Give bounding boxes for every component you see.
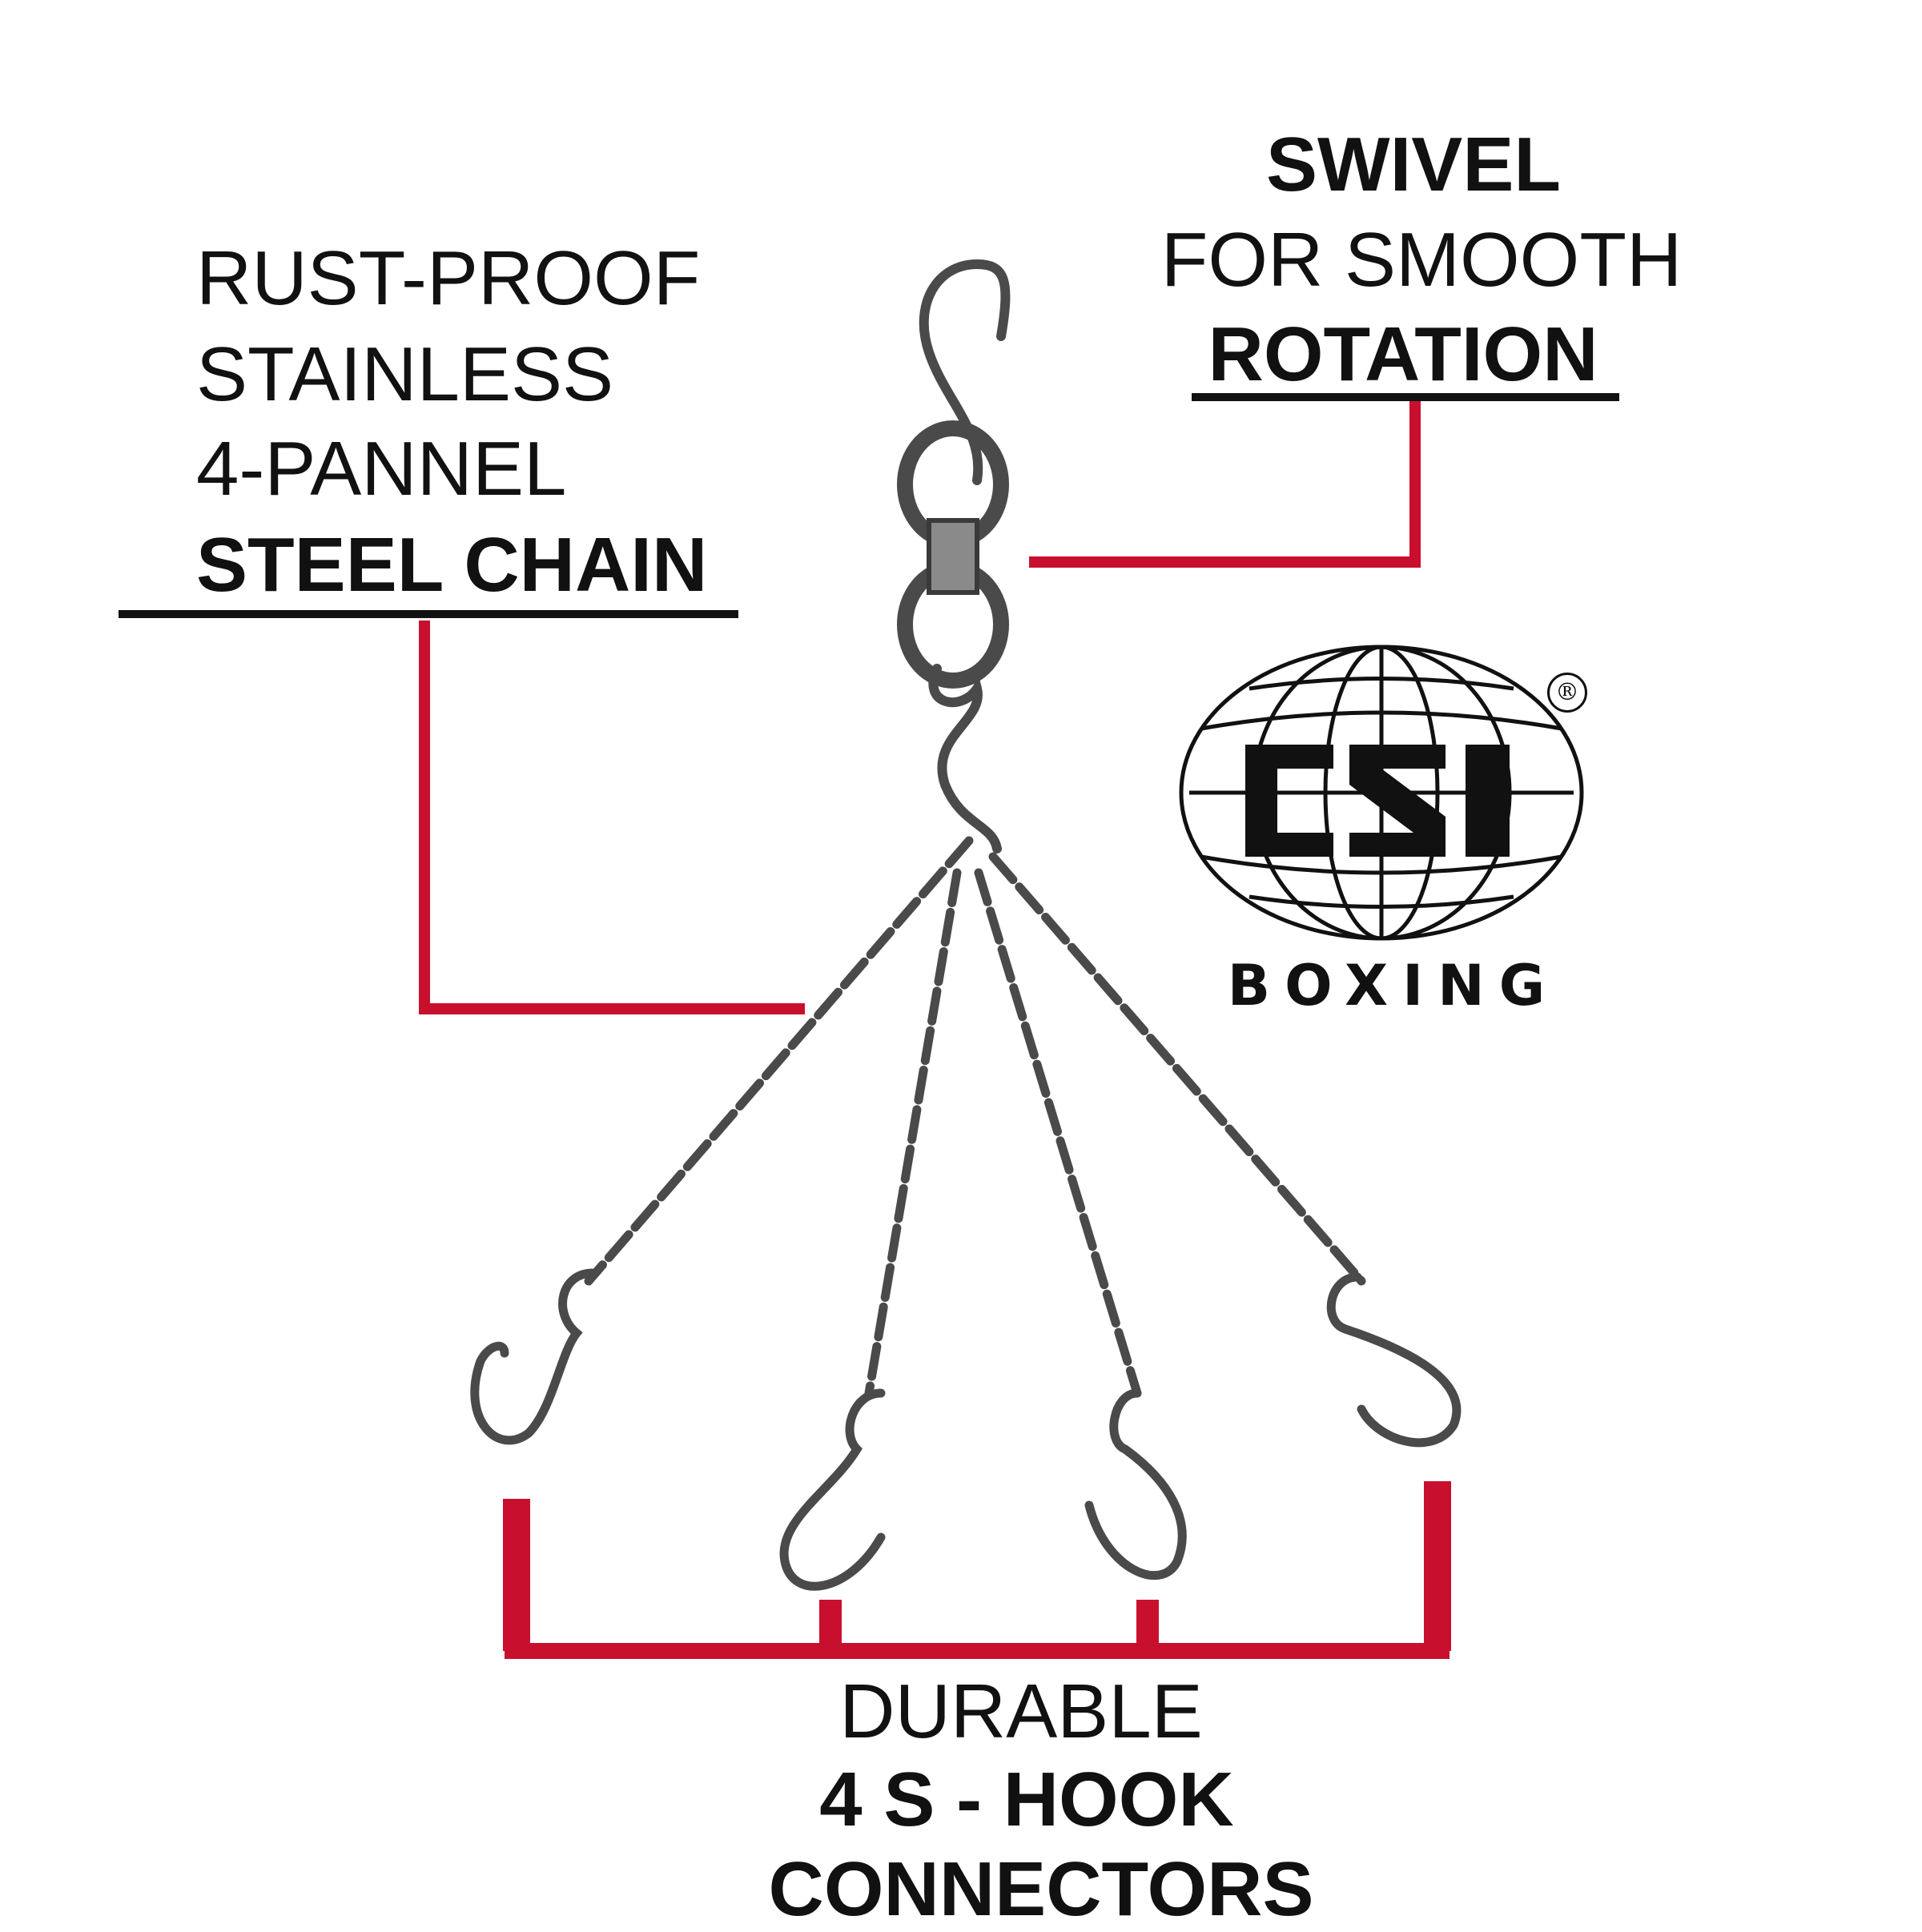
bottom-s-hooks <box>470 1268 1462 1591</box>
logo-boxing-wordmark: BOXING <box>1227 953 1560 1018</box>
chain-2 <box>864 868 962 1398</box>
s-hook-3 <box>1084 1388 1187 1580</box>
swivel-callout-line-1: SWIVEL <box>1265 122 1562 207</box>
four-chains <box>584 836 1366 1398</box>
hooks-callout-line-2: 4 S - HOOK <box>819 1757 1234 1842</box>
swivel-callout-line-3: ROTATION <box>1208 311 1598 397</box>
top-s-hook <box>919 259 1011 485</box>
chain-callout-line-1: RUST-PROOF <box>196 235 701 321</box>
swivel-callout-line-2: FOR SMOOTH <box>1160 217 1683 303</box>
swivel-leader-line <box>1029 400 1421 568</box>
hooks-callout-line-3: CONNECTORS <box>768 1846 1314 1932</box>
chain-leader-line <box>419 621 805 1014</box>
letter-i <box>1466 745 1510 857</box>
s-hook-1 <box>470 1268 597 1445</box>
registered-mark: ® <box>1547 673 1587 713</box>
s-hook-2 <box>779 1388 886 1591</box>
chain-callout-line-3: 4-PANNEL <box>196 426 567 512</box>
letter-s <box>1349 745 1446 857</box>
swivel-icon <box>897 420 1009 689</box>
csi-letters <box>1245 745 1510 857</box>
chain-callout-line-4: STEEL CHAIN <box>196 522 708 608</box>
chain-1 <box>584 836 974 1286</box>
middle-s-hook <box>928 664 1002 854</box>
s-hook-4 <box>1326 1272 1462 1448</box>
leader-lines <box>419 400 1451 1659</box>
chain-callout-line-2: STAINLESS <box>196 331 614 417</box>
chain-4 <box>988 852 1366 1286</box>
chain-3 <box>974 868 1142 1398</box>
letter-c <box>1245 745 1333 857</box>
hooks-callout-line-1: DURABLE <box>839 1669 1203 1754</box>
